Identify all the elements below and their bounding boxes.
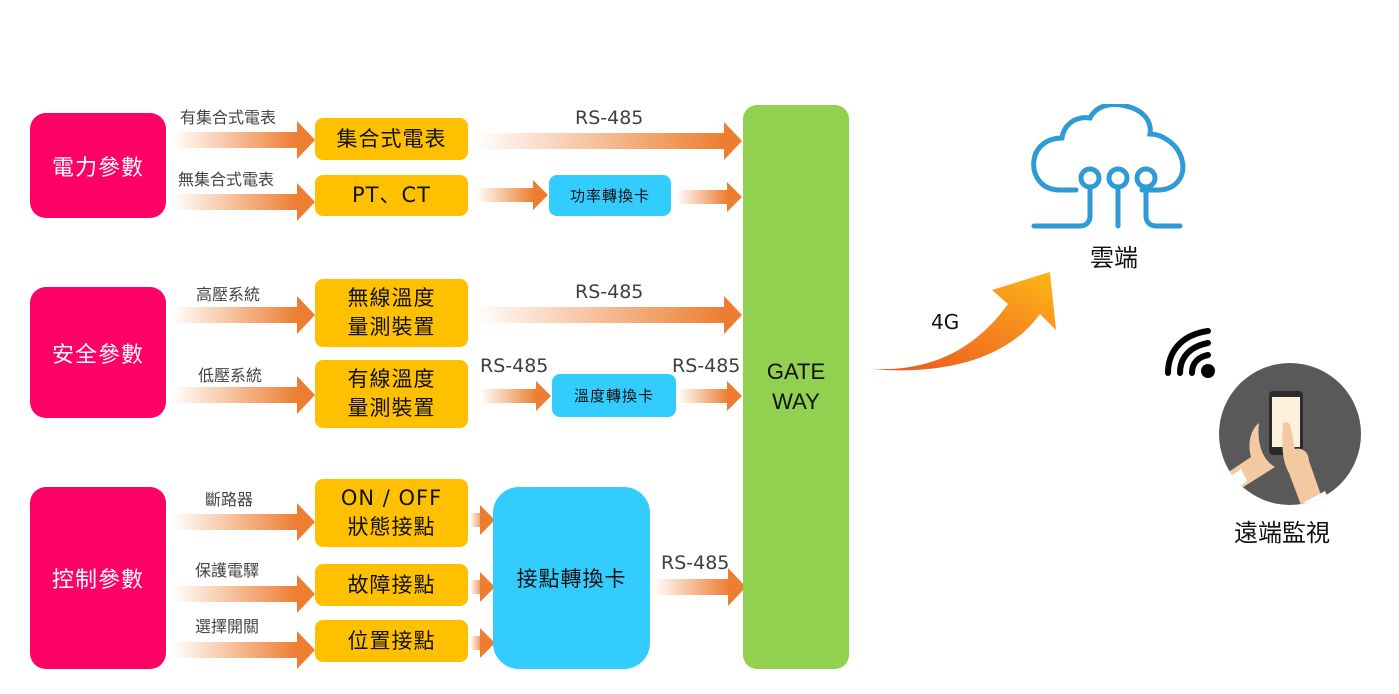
uplink-arrow-icon (870, 272, 1056, 371)
link-label: RS-485 (661, 552, 730, 574)
arrow (172, 575, 315, 613)
device-label: PT、CT (352, 183, 431, 207)
category-control: 控制參數 (30, 487, 166, 669)
device-box: 集合式電表 (315, 118, 468, 160)
device-box: 位置接點 (315, 620, 468, 662)
device-label-line2: 狀態接點 (347, 515, 436, 539)
device-label-line2: 量測裝置 (347, 315, 436, 339)
uplink-label: 4G (931, 310, 960, 334)
arrow (480, 381, 551, 411)
gateway-label-line1: GATE (766, 359, 826, 384)
input-label: 斷路器 (205, 490, 254, 509)
remote-label: 遠端監視 (1234, 519, 1330, 547)
arrow (474, 122, 742, 160)
input-label: 有集合式電表 (180, 108, 277, 127)
input-label: 低壓系統 (198, 366, 263, 385)
input-label: 高壓系統 (196, 285, 261, 304)
arrow (172, 183, 315, 221)
category-power-label: 電力參數 (51, 155, 144, 181)
arrow (172, 503, 315, 541)
link-label: RS-485 (575, 107, 644, 129)
link-label: RS-485 (575, 281, 644, 303)
arrow (172, 631, 315, 669)
link-label: RS-485 (480, 355, 549, 377)
device-box: ON / OFF 狀態接點 (315, 479, 468, 547)
cloud-circuit-icon (1031, 104, 1186, 229)
category-power: 電力參數 (30, 113, 166, 218)
converter-label: 接點轉換卡 (516, 567, 627, 591)
converter-label: 功率轉換卡 (569, 187, 650, 205)
input-label: 保護電驛 (195, 561, 260, 580)
device-box: 無線溫度 量測裝置 (315, 279, 468, 347)
device-label: 集合式電表 (336, 126, 447, 151)
device-label: 故障接點 (347, 572, 436, 597)
converter-card-power: 功率轉換卡 (549, 175, 671, 216)
arrow (172, 121, 315, 159)
device-label-line1: ON / OFF (340, 486, 443, 510)
gateway-label-line2: WAY (772, 389, 820, 414)
converter-card-temperature: 溫度轉換卡 (552, 374, 676, 417)
arrow (172, 296, 315, 334)
device-label-line1: 有線溫度 (347, 367, 436, 391)
device-box: 故障接點 (315, 564, 468, 606)
cloud-label: 雲端 (1090, 244, 1138, 272)
arrow (470, 572, 495, 602)
arrow (476, 180, 548, 210)
input-label: 選擇開關 (195, 617, 260, 636)
device-label-line1: 無線溫度 (347, 286, 436, 310)
converter-card-contact: 接點轉換卡 (493, 487, 650, 669)
converter-label: 溫度轉換卡 (573, 387, 654, 405)
input-label: 無集合式電表 (178, 170, 275, 189)
arrow (474, 296, 742, 334)
arrow (678, 381, 742, 411)
arrow (676, 182, 742, 212)
link-label: RS-485 (672, 355, 741, 377)
arrow (172, 376, 315, 414)
device-label: 位置接點 (347, 628, 436, 653)
arrow (470, 628, 495, 658)
wifi-signal-icon (1165, 328, 1215, 378)
device-box: 有線溫度 量測裝置 (315, 360, 468, 428)
device-box: PT、CT (315, 175, 468, 216)
gateway-box: GATE WAY (743, 105, 849, 669)
category-safety: 安全參數 (30, 287, 166, 418)
arrow (652, 568, 746, 606)
device-label-line2: 量測裝置 (347, 396, 436, 420)
arrow (470, 505, 495, 535)
category-safety-label: 安全參數 (51, 342, 144, 368)
category-control-label: 控制參數 (51, 568, 144, 593)
phone-hands-icon (1219, 363, 1361, 505)
